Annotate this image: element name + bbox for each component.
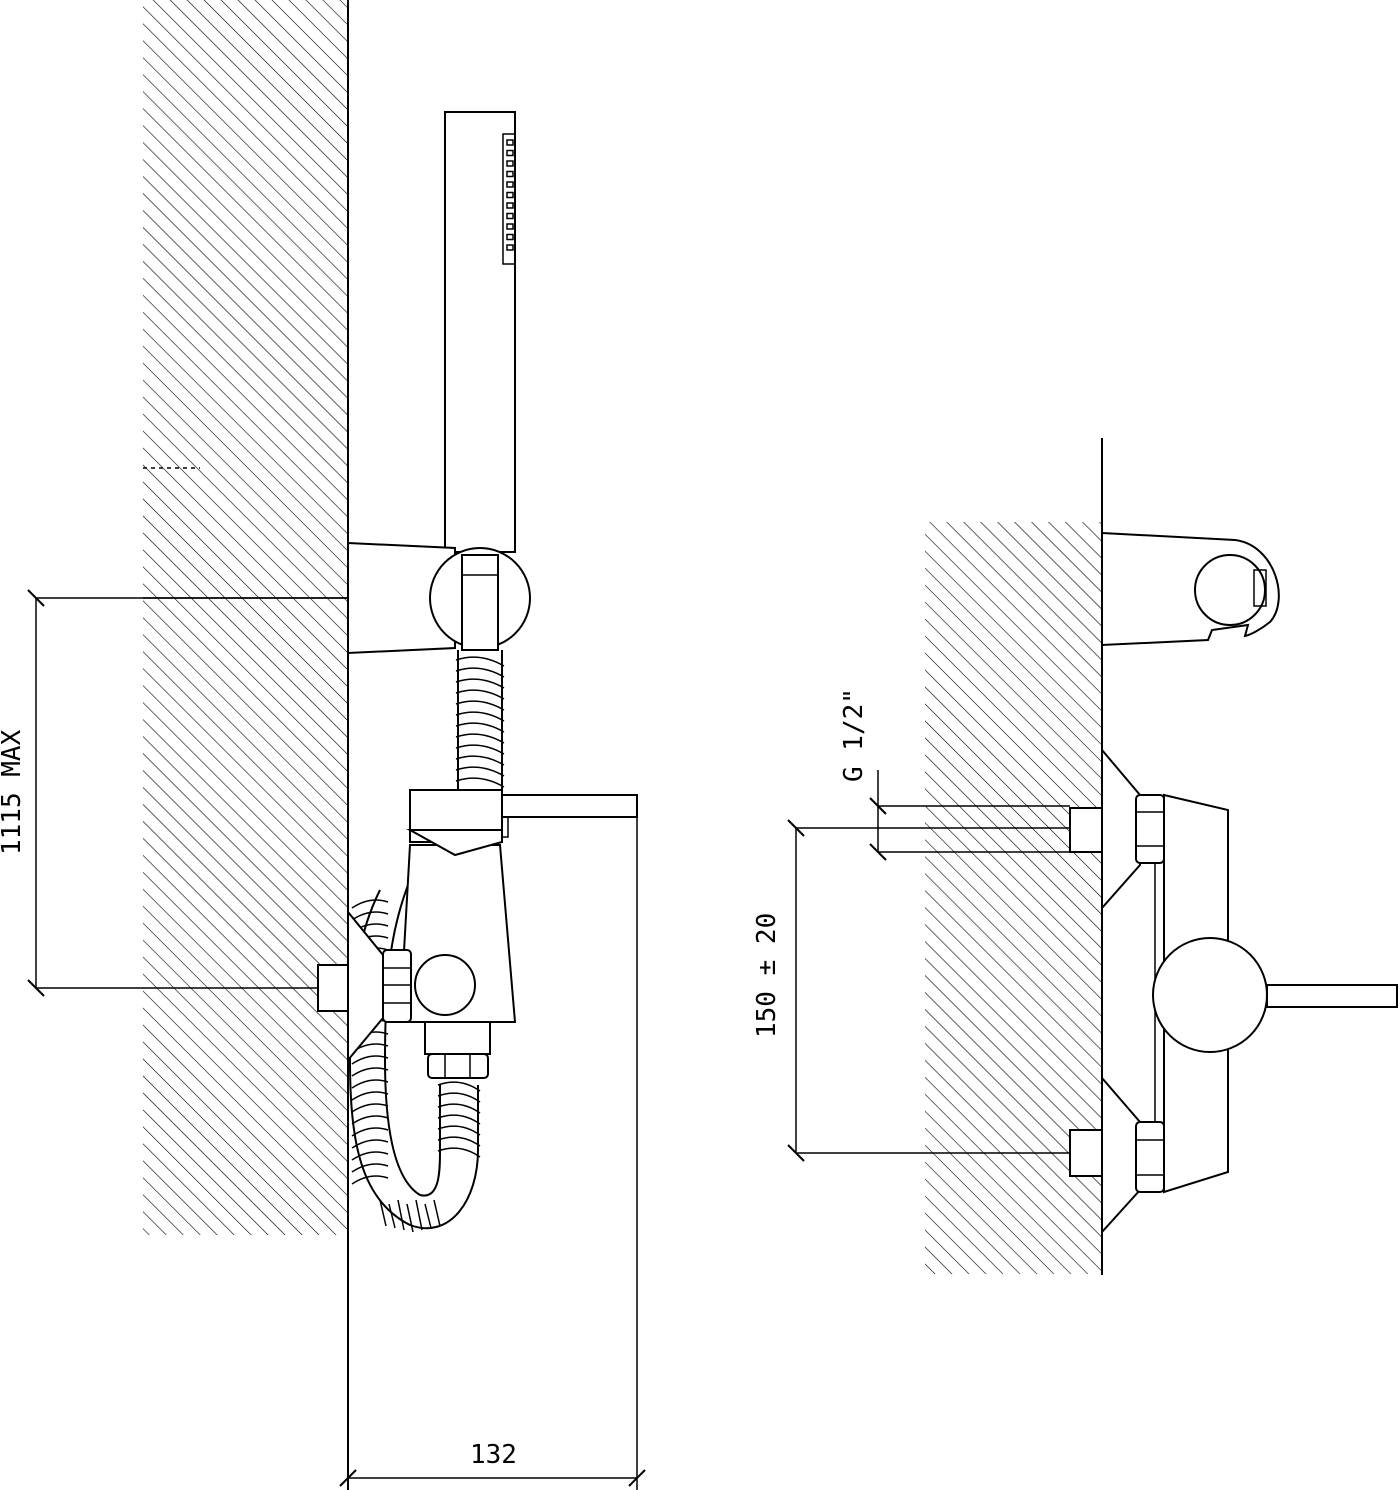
hose-coil bbox=[388, 1203, 396, 1229]
hose-coil bbox=[351, 1139, 389, 1149]
nozzle bbox=[506, 233, 514, 241]
hose-coil bbox=[351, 1055, 389, 1065]
hand-shower bbox=[444, 111, 516, 553]
shower-holder-side bbox=[1101, 531, 1280, 647]
shower-holder bbox=[347, 541, 531, 655]
thread-dimension: G 1/2" bbox=[839, 688, 1070, 861]
spacing-dimension-label: 150 ± 20 bbox=[752, 913, 782, 1038]
front-view: G 1/2" 150 ± 20 bbox=[752, 438, 1398, 1275]
nozzle bbox=[506, 181, 514, 188]
hose-coil bbox=[397, 1199, 405, 1231]
nozzle bbox=[506, 191, 514, 199]
hose-coil bbox=[437, 1125, 481, 1136]
nozzle bbox=[506, 244, 514, 251]
hose-coil bbox=[455, 667, 505, 678]
hose-coil bbox=[455, 689, 505, 700]
hose-coil bbox=[437, 1103, 481, 1114]
hose-coil bbox=[406, 1203, 414, 1233]
hose-coil bbox=[455, 733, 505, 744]
hose-coil bbox=[351, 911, 389, 921]
nozzle bbox=[506, 202, 514, 209]
spacing-dimension: 150 ± 20 bbox=[752, 819, 1070, 1162]
depth-dimension-label: 132 bbox=[470, 1440, 517, 1470]
hose-coil bbox=[437, 1081, 481, 1092]
hose-coil bbox=[379, 1199, 387, 1227]
mixer-body bbox=[317, 789, 638, 1079]
hose-coil bbox=[351, 1175, 389, 1185]
hose-coil bbox=[455, 656, 505, 667]
hose-coil bbox=[424, 1203, 432, 1229]
hose-coil bbox=[455, 678, 505, 689]
hose-coil bbox=[455, 766, 505, 777]
hose-coil bbox=[351, 1163, 389, 1173]
hose-coil bbox=[437, 1147, 481, 1158]
hose-coil bbox=[437, 1136, 481, 1147]
shower-nozzles bbox=[506, 139, 514, 251]
thread-dimension-label: G 1/2" bbox=[839, 688, 869, 782]
hose-coil bbox=[351, 1067, 389, 1077]
hose-coil bbox=[351, 1115, 389, 1125]
hose-coil bbox=[351, 1079, 389, 1089]
hose-coil bbox=[455, 711, 505, 722]
nozzle bbox=[506, 212, 514, 220]
hose-coil bbox=[351, 1127, 389, 1137]
hose-coil bbox=[455, 777, 505, 788]
hose-coil bbox=[415, 1199, 423, 1231]
hose-coil bbox=[455, 744, 505, 755]
nozzle bbox=[506, 149, 514, 157]
height-dimension-label: 1115 MAX bbox=[0, 729, 27, 855]
hose-coil bbox=[437, 1114, 481, 1125]
hose-coil bbox=[437, 1092, 481, 1103]
hose-coil bbox=[351, 1151, 389, 1161]
hose-coil bbox=[351, 899, 389, 909]
depth-dimension: 132 bbox=[339, 795, 646, 1490]
wall-section-left bbox=[143, 0, 348, 1235]
side-view: 1115 MAX 132 bbox=[0, 0, 646, 1490]
nozzle bbox=[506, 170, 514, 178]
hose-coil bbox=[433, 1199, 441, 1227]
mixer-front bbox=[1069, 747, 1398, 1235]
hose-coil bbox=[351, 1103, 389, 1113]
nozzle bbox=[506, 223, 514, 230]
nozzle bbox=[506, 160, 514, 167]
hose-coil bbox=[455, 722, 505, 733]
hose-coil bbox=[455, 700, 505, 711]
nozzle bbox=[506, 139, 514, 146]
hose-coil bbox=[351, 1091, 389, 1101]
height-dimension: 1115 MAX bbox=[0, 589, 348, 997]
hose-coil bbox=[455, 755, 505, 766]
